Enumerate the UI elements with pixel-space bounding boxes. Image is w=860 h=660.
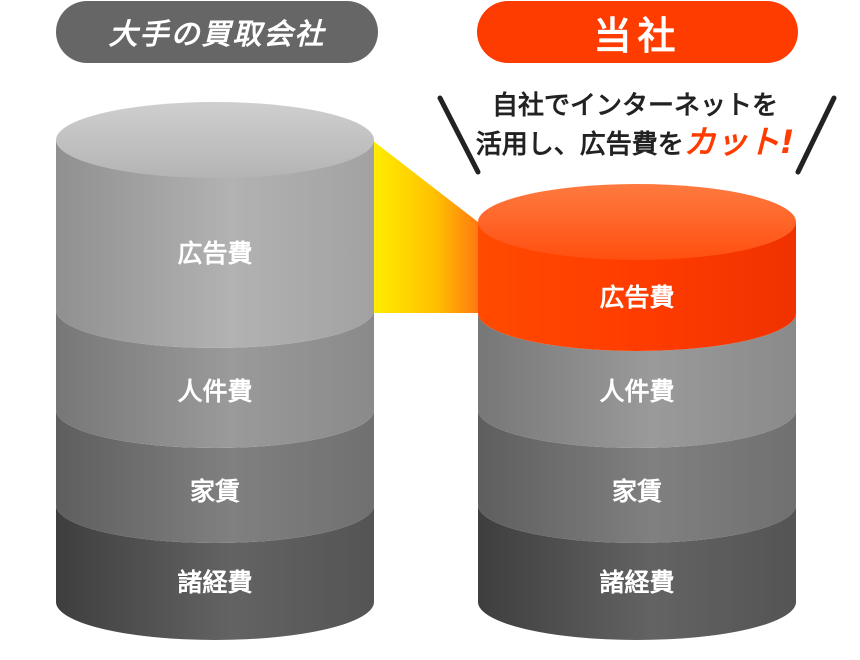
left-segment-advertising <box>56 140 374 348</box>
callout-slash-left <box>437 95 481 175</box>
left-segment-other-costs <box>56 505 374 640</box>
right-segment-rent <box>478 410 796 543</box>
callout-line-2: 活用し、広告費をカット! <box>455 124 815 163</box>
callout-line-2-text: 活用し、広告費を <box>475 130 684 160</box>
left-label-other-costs: 諸経費 <box>177 568 252 597</box>
right-label-rent: 家賃 <box>612 477 662 506</box>
left-segment-rent <box>56 410 374 543</box>
left-cylinder: 広告費 人件費 家賃 諸経費 <box>56 102 374 640</box>
callout-slash-right <box>795 95 837 175</box>
right-label-personnel: 人件費 <box>599 377 674 406</box>
callout-line-1: 自社でインターネットを <box>491 91 778 121</box>
competitor-label-pill: 大手の買取会社 <box>56 1 378 63</box>
left-segment-personnel <box>56 310 374 448</box>
right-label-other-costs: 諸経費 <box>599 568 674 597</box>
right-segment-other-costs <box>478 505 796 640</box>
reduction-connector <box>372 140 478 313</box>
left-label-personnel: 人件費 <box>177 377 252 406</box>
cost-cut-callout: 自社でインターネットを 活用し、広告費をカット! <box>455 88 815 163</box>
left-label-advertising: 広告費 <box>177 239 252 268</box>
ours-label-pill: 当社 <box>477 1 798 63</box>
left-label-rent: 家賃 <box>190 477 240 506</box>
right-label-advertising: 広告費 <box>599 283 674 312</box>
right-cylinder-top <box>478 184 796 260</box>
callout-accent-text: カット! <box>683 123 795 161</box>
left-cylinder-top <box>56 102 374 178</box>
competitor-label: 大手の買取会社 <box>108 17 326 51</box>
right-cylinder: 広告費 人件費 家賃 諸経費 <box>478 184 796 640</box>
ours-label: 当社 <box>593 13 682 58</box>
right-segment-personnel <box>478 313 796 448</box>
